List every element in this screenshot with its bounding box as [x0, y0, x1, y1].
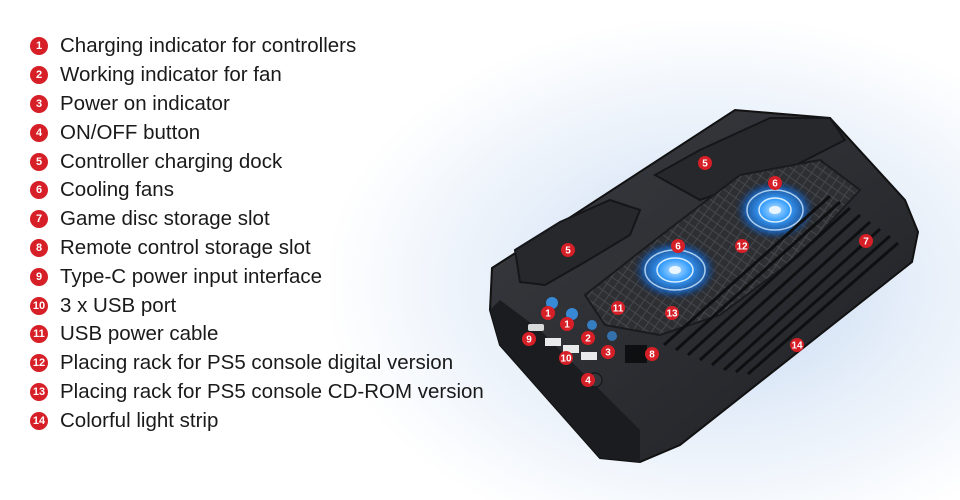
legend-item: 10 3 x USB port	[30, 291, 484, 320]
svg-text:6: 6	[772, 179, 778, 190]
usb-port-2	[563, 345, 579, 353]
callout-10: 10	[559, 351, 573, 365]
svg-text:1: 1	[545, 309, 551, 320]
legend-label: Colorful light strip	[60, 408, 219, 432]
legend-label: Power on indicator	[60, 91, 230, 115]
number-badge: 13	[30, 382, 48, 401]
legend-label: Remote control storage slot	[60, 235, 311, 259]
indicator-light	[546, 297, 558, 309]
legend-item: 4 ON/OFF button	[30, 118, 484, 147]
callout-14: 14	[790, 338, 804, 352]
legend-label: Charging indicator for controllers	[60, 34, 357, 58]
callout-4: 4	[581, 373, 595, 387]
svg-text:9: 9	[526, 335, 532, 346]
usb-port-3	[581, 352, 597, 360]
left-charging-dock	[513, 198, 642, 287]
callout-13: 13	[665, 306, 679, 320]
callout-1b: 1	[560, 317, 574, 331]
legend-item: 1 Charging indicator for controllers	[30, 32, 484, 61]
number-badge: 6	[30, 181, 48, 200]
feature-legend: 1 Charging indicator for controllers 2 Wor…	[30, 32, 484, 435]
callout-1a: 1	[541, 306, 555, 320]
legend-item: 12 Placing rack for PS5 console digital v…	[30, 349, 484, 378]
number-badge: 1	[30, 37, 48, 56]
svg-text:1: 1	[564, 320, 570, 331]
number-badge: 14	[30, 411, 48, 430]
number-badge: 11	[30, 325, 48, 344]
callout-6b: 6	[671, 239, 685, 253]
remote-slot	[625, 345, 647, 363]
callout-8: 8	[645, 347, 659, 361]
number-badge: 10	[30, 296, 48, 315]
legend-item: 2 Working indicator for fan	[30, 61, 484, 90]
callout-12: 12	[735, 239, 749, 253]
number-badge: 4	[30, 123, 48, 142]
callout-3: 3	[601, 345, 615, 359]
legend-item: 3 Power on indicator	[30, 90, 484, 119]
legend-label: Controller charging dock	[60, 149, 283, 173]
legend-item: 9 Type-C power input interface	[30, 262, 484, 291]
svg-text:4: 4	[585, 376, 591, 387]
svg-text:6: 6	[675, 242, 681, 253]
legend-item: 11 USB power cable	[30, 320, 484, 349]
indicator-light	[587, 320, 597, 330]
callout-7: 7	[859, 234, 873, 248]
legend-item: 13 Placing rack for PS5 console CD-ROM ve…	[30, 378, 484, 407]
svg-text:5: 5	[565, 246, 571, 257]
legend-item: 6 Cooling fans	[30, 176, 484, 205]
legend-item: 5 Controller charging dock	[30, 147, 484, 176]
legend-label: 3 x USB port	[60, 293, 177, 317]
number-badge: 3	[30, 94, 48, 113]
disc-storage-slots	[662, 194, 899, 376]
number-badge: 2	[30, 66, 48, 85]
legend-label: Placing rack for PS5 console digital ver…	[60, 351, 454, 375]
legend-label: Type-C power input interface	[60, 264, 323, 288]
svg-text:7: 7	[863, 237, 869, 248]
callout-9: 9	[522, 332, 536, 346]
indicator-light	[607, 331, 617, 341]
svg-text:10: 10	[560, 354, 572, 365]
svg-text:12: 12	[736, 242, 748, 253]
cooling-station-illustration: 5 6 5 6 12 7 11 13 1 1 2 3 9 10 8 4 14	[488, 108, 920, 464]
usb-c-port	[528, 324, 544, 331]
svg-text:11: 11	[613, 304, 624, 315]
legend-label: ON/OFF button	[60, 120, 201, 144]
number-badge: 8	[30, 238, 48, 257]
legend-item: 14 Colorful light strip	[30, 406, 484, 435]
callout-11: 11	[611, 301, 625, 315]
callout-6a: 6	[768, 176, 782, 190]
svg-text:14: 14	[791, 341, 803, 352]
callout-2: 2	[581, 331, 595, 345]
legend-item: 8 Remote control storage slot	[30, 234, 484, 263]
legend-label: Working indicator for fan	[60, 63, 282, 87]
legend-label: Placing rack for PS5 console CD-ROM vers…	[60, 379, 484, 403]
number-badge: 7	[30, 210, 48, 229]
svg-text:3: 3	[605, 348, 611, 359]
legend-item: 7 Game disc storage slot	[30, 205, 484, 234]
number-badge: 5	[30, 152, 48, 171]
number-badge: 9	[30, 267, 48, 286]
callout-5a: 5	[698, 156, 712, 170]
legend-label: Cooling fans	[60, 178, 174, 202]
usb-port-1	[545, 338, 561, 346]
number-badge: 12	[30, 354, 48, 373]
svg-text:5: 5	[702, 159, 708, 170]
svg-text:2: 2	[585, 334, 591, 345]
svg-text:8: 8	[649, 350, 655, 361]
legend-label: Game disc storage slot	[60, 207, 270, 231]
svg-text:13: 13	[666, 309, 678, 320]
legend-label: USB power cable	[60, 322, 219, 346]
callout-5b: 5	[561, 243, 575, 257]
indicator-light	[566, 308, 578, 320]
